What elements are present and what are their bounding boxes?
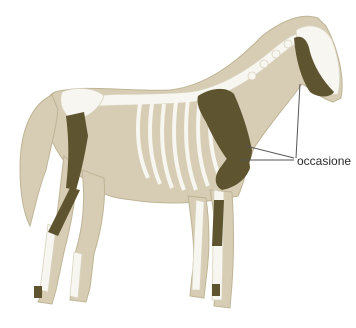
annotation-label: occasione: [297, 154, 351, 168]
leader-line-shoulder: [246, 146, 294, 158]
neck-vertebra: [248, 72, 256, 80]
neck-vertebra: [260, 60, 268, 68]
hind-cannon-highlight: [34, 286, 42, 298]
cannon-highlight: [212, 284, 220, 296]
neck-vertebra: [272, 50, 280, 58]
leader-line-skull: [296, 84, 300, 158]
neck-vertebra: [284, 40, 292, 48]
forearm-highlight: [212, 200, 224, 246]
